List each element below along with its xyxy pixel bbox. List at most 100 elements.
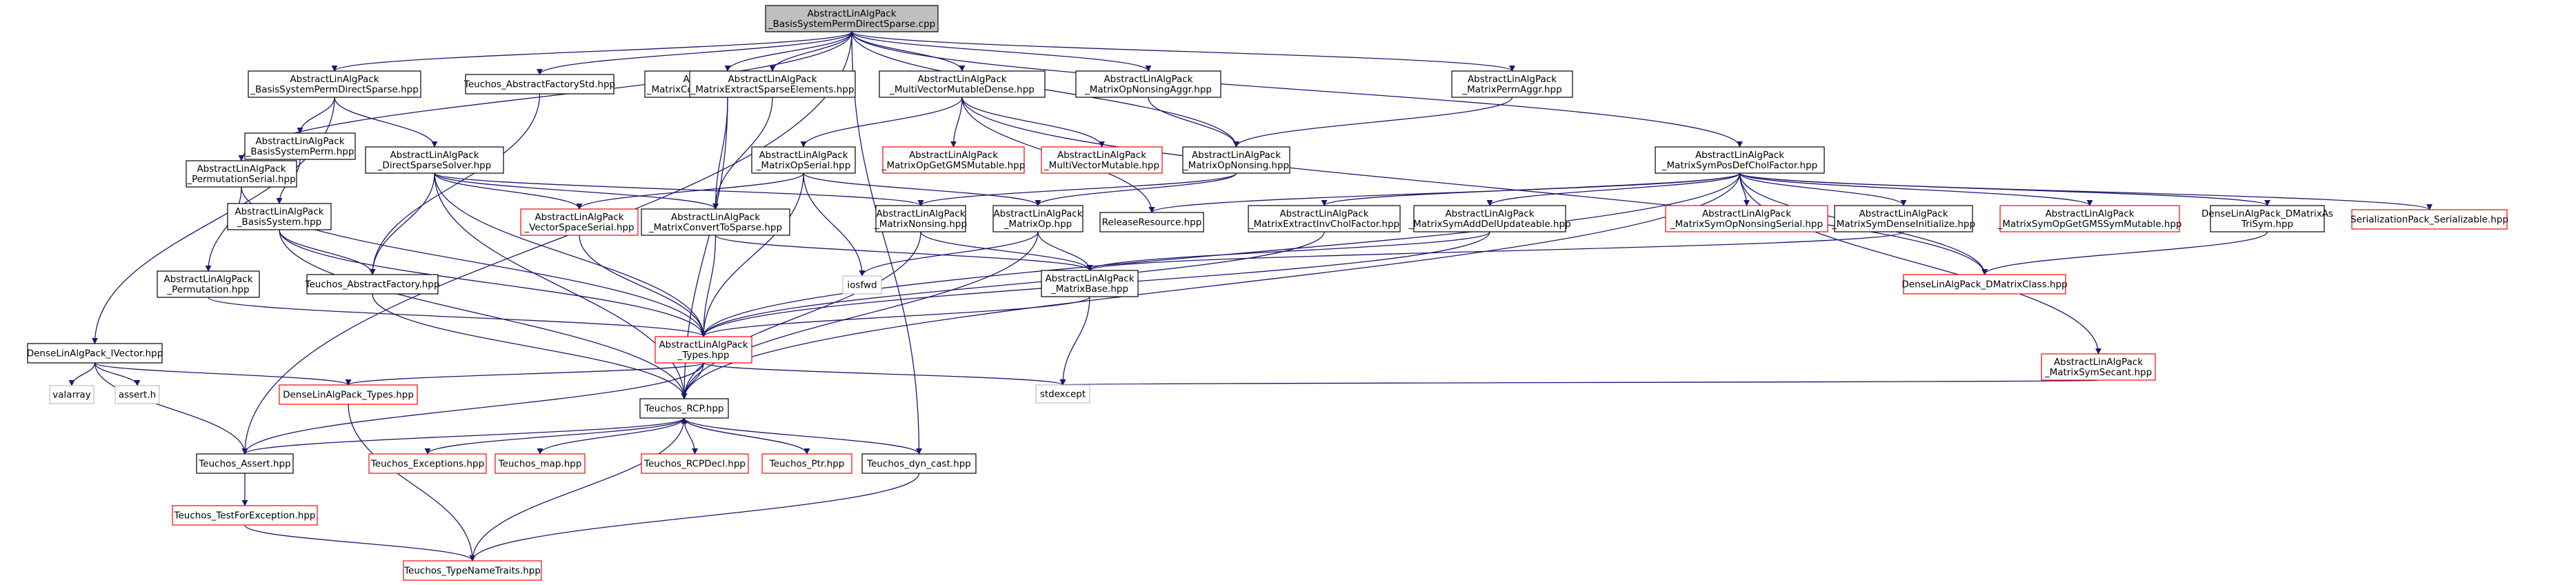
node-label: AbstractLinAlgPack — [909, 150, 998, 161]
node-box — [365, 146, 504, 174]
node-abstractlinalgpack-vectorspaceserial-hpp[interactable]: AbstractLinAlgPack_VectorSpaceSerial.hpp — [520, 208, 639, 236]
node-teuchos-typenametraits-hpp[interactable]: Teuchos_TypeNameTraits.hpp — [403, 560, 542, 581]
node-abstractlinalgpack-matrixconverttosparse-hpp[interactable]: AbstractLinAlgPack_MatrixConvertToSparse… — [641, 208, 790, 236]
edge-bspds-to-bsp — [297, 97, 335, 134]
node-teuchos-assert-hpp[interactable]: Teuchos_Assert.hpp — [196, 453, 294, 474]
edge-dss-to-taf — [369, 172, 435, 275]
node-abstractlinalgpack-matrixopgetgmsmutable-hpp[interactable]: AbstractLinAlgPack_MatrixOpGetGMSMutable… — [881, 146, 1026, 174]
node-label: AbstractLinAlgPack — [234, 206, 323, 217]
node-box — [248, 70, 421, 98]
edge-types-to-stdexcept — [703, 362, 1066, 386]
edge-msadu-to-mb — [1086, 231, 1490, 271]
edge-root-to-bspds — [331, 31, 852, 72]
edge-types-to-tassert — [241, 362, 704, 455]
node-abstractlinalgpack-matrixsymopnonsingserial-hpp[interactable]: AbstractLinAlgPack_MatrixSymOpNonsingSer… — [1665, 205, 1828, 232]
node-label: Teuchos_Ptr.hpp — [769, 459, 845, 470]
edge-meicf-to-types — [700, 231, 1325, 337]
node-abstractlinalgpack-matrixsymopgetgmssymmutable-hpp[interactable]: AbstractLinAlgPack_MatrixSymOpGetGMSSymM… — [1997, 205, 2182, 232]
node-abstractlinalgpack-multivectormutable-hpp[interactable]: AbstractLinAlgPack_MultiVectorMutable.hp… — [1041, 146, 1163, 174]
node-label: assert.h — [119, 390, 156, 401]
edge-iv-to-dtypes — [94, 362, 352, 386]
edge-mspdcf-to-sps — [1739, 172, 2433, 210]
node-box — [1655, 146, 1825, 174]
node-abstractlinalgpack-matrixnonsing-hpp[interactable]: AbstractLinAlgPack_MatrixNonsing.hpp — [874, 205, 967, 232]
node-label: Teuchos_RCPDecl.hpp — [643, 459, 746, 470]
node-box — [879, 70, 1046, 98]
node-teuchos-ptr-hpp[interactable]: Teuchos_Ptr.hpp — [761, 453, 852, 474]
node-box — [196, 453, 294, 474]
edge-taf-to-rcp — [372, 293, 688, 399]
node-abstractlinalgpack-matrixextractinvcholfactor-hpp[interactable]: AbstractLinAlgPack_MatrixExtractInvCholF… — [1248, 205, 1401, 232]
node-label: _MatrixOpNonsing.hpp — [1183, 160, 1289, 171]
edge-root-to-mcse — [724, 31, 852, 72]
node-abstractlinalgpack-matrixextractsparseelements-hpp[interactable]: AbstractLinAlgPack_MatrixExtractSparseEl… — [689, 70, 856, 98]
node-label: AbstractLinAlgPack — [2045, 208, 2134, 219]
node-teuchos-abstractfactorystd-hpp[interactable]: Teuchos_AbstractFactoryStd.hpp — [463, 74, 615, 95]
edge-mon-to-mo — [1035, 172, 1237, 206]
node-box — [186, 160, 297, 188]
node-teuchos-map-hpp[interactable]: Teuchos_map.hpp — [495, 453, 586, 474]
node-label: _MatrixOp.hpp — [1004, 219, 1072, 230]
file-nodes: AbstractLinAlgPack_BasisSystemPermDirect… — [27, 5, 2508, 581]
node-abstractlinalgpack-directsparsesolver-hpp[interactable]: AbstractLinAlgPack_DirectSparseSolver.hp… — [365, 146, 504, 174]
node-label: AbstractLinAlgPack — [1104, 74, 1192, 85]
node-label: _MatrixConvertToSparse.hpp — [648, 222, 782, 233]
node-label: SerializationPack_Serializable.hpp — [2350, 215, 2508, 226]
node-label: _PermutationSerial.hpp — [186, 174, 295, 185]
node-abstractlinalgpack-matrixsymadddelupdateable-hpp[interactable]: AbstractLinAlgPack_MatrixSymAddDelUpdate… — [1408, 205, 1571, 232]
node-abstractlinalgpack-matrixopserial-hpp[interactable]: AbstractLinAlgPack_MatrixOpSerial.hpp — [751, 146, 856, 174]
edge-bs-to-types — [279, 229, 707, 337]
node-abstractlinalgpack-matrixbase-hpp[interactable]: AbstractLinAlgPack_MatrixBase.hpp — [1041, 270, 1139, 297]
node-box — [27, 343, 163, 364]
node-abstractlinalgpack-basissystempermdirectsparse-cpp[interactable]: AbstractLinAlgPack_BasisSystemPermDirect… — [765, 5, 939, 32]
node-label: DenseLinAlgPack_IVector.hpp — [27, 348, 163, 359]
node-abstractlinalgpack-matrixsymdenseinitialize-hpp[interactable]: AbstractLinAlgPack_MatrixSymDenseInitial… — [1831, 205, 1975, 232]
node-teuchos-rcpdecl-hpp[interactable]: Teuchos_RCPDecl.hpp — [641, 453, 749, 474]
node-label: Teuchos_TestForException.hpp — [174, 510, 316, 522]
node-denselinalgpack-ivector-hpp[interactable]: DenseLinAlgPack_IVector.hpp — [27, 343, 163, 364]
node-box — [495, 453, 586, 474]
node-box — [761, 453, 852, 474]
node-abstractlinalgpack-basissystem-hpp[interactable]: AbstractLinAlgPack_BasisSystem.hpp — [227, 203, 332, 230]
node-teuchos-dyn-cast-hpp[interactable]: Teuchos_dyn_cast.hpp — [861, 453, 977, 474]
node-abstractlinalgpack-basissystemperm-hpp[interactable]: AbstractLinAlgPack_BasisSystemPerm.hpp — [244, 132, 356, 160]
edge-mspdcf-to-msadu — [1486, 172, 1741, 206]
node-label: stdexcept — [1040, 389, 1086, 400]
node-denselinalgpack-dmatrixclass-hpp[interactable]: DenseLinAlgPack_DMatrixClass.hpp — [1901, 274, 2068, 295]
edge-root-to-tdc — [851, 31, 922, 455]
node-abstractlinalgpack-permutation-hpp[interactable]: AbstractLinAlgPack_Permutation.hpp — [157, 270, 260, 298]
edge-mn-to-mb — [920, 231, 1093, 271]
node-abstractlinalgpack-matrixopnonsingaggr-hpp[interactable]: AbstractLinAlgPack_MatrixOpNonsingAggr.h… — [1075, 70, 1221, 98]
node-abstractlinalgpack-multivectormutabledense-hpp[interactable]: AbstractLinAlgPack_MultiVectorMutableDen… — [879, 70, 1046, 98]
node-serializationpack-serializable-hpp[interactable]: SerializationPack_Serializable.hpp — [2350, 209, 2508, 230]
node-abstractlinalgpack-matrixsymsecant-hpp[interactable]: AbstractLinAlgPack_MatrixSymSecant.hpp — [2041, 353, 2156, 381]
node-teuchos-testforexception-hpp[interactable]: Teuchos_TestForException.hpp — [172, 505, 318, 526]
node-abstractlinalgpack-matrixpermaggr-hpp[interactable]: AbstractLinAlgPack_MatrixPermAggr.hpp — [1451, 70, 1573, 98]
node-abstractlinalgpack-matrixop-hpp[interactable]: AbstractLinAlgPack_MatrixOp.hpp — [992, 205, 1084, 232]
node-box — [1182, 146, 1290, 174]
edge-mos-to-iosfwd — [803, 172, 866, 277]
node-label: AbstractLinAlgPack — [290, 74, 379, 85]
edge-mss-to-stdexcept — [1062, 378, 2099, 386]
node-abstractlinalgpack-matrixsymposdefcholfactor-hpp[interactable]: AbstractLinAlgPack_MatrixSymPosDefCholFa… — [1655, 146, 1825, 174]
node-teuchos-exceptions-hpp[interactable]: Teuchos_Exceptions.hpp — [368, 453, 487, 474]
node-label: _BasisSystemPermDirectSparse.hpp — [250, 84, 419, 95]
edge-mspdcf-to-msogsm — [1739, 172, 2093, 206]
node-label: AbstractLinAlgPack — [728, 74, 817, 85]
node-releaseresource-hpp[interactable]: ReleaseResource.hpp — [1099, 212, 1204, 232]
node-teuchos-abstractfactory-hpp[interactable]: Teuchos_AbstractFactory.hpp — [305, 274, 440, 295]
node-abstractlinalgpack-basissystempermdirectsparse-hpp[interactable]: AbstractLinAlgPack_BasisSystemPermDirect… — [248, 70, 421, 98]
node-label: _MatrixPermAggr.hpp — [1461, 84, 1561, 95]
node-abstractlinalgpack-types-hpp[interactable]: AbstractLinAlgPack_Types.hpp — [655, 336, 752, 364]
node-box — [1248, 205, 1401, 232]
node-denselinalgpack-types-hpp[interactable]: DenseLinAlgPack_Types.hpp — [279, 384, 418, 405]
node-abstractlinalgpack-matrixopnonsing-hpp[interactable]: AbstractLinAlgPack_MatrixOpNonsing.hpp — [1182, 146, 1290, 174]
node-label: _MatrixSymSecant.hpp — [2044, 367, 2152, 378]
node-teuchos-rcp-hpp[interactable]: Teuchos_RCP.hpp — [639, 398, 729, 419]
node-abstractlinalgpack-permutationserial-hpp[interactable]: AbstractLinAlgPack_PermutationSerial.hpp — [186, 160, 297, 188]
node-label: AbstractLinAlgPack — [917, 74, 1006, 85]
node-label: AbstractLinAlgPack — [1695, 150, 1784, 161]
node-label: DenseLinAlgPack_DMatrixClass.hpp — [1901, 279, 2067, 290]
edge-mvmd-to-mos — [800, 97, 963, 148]
